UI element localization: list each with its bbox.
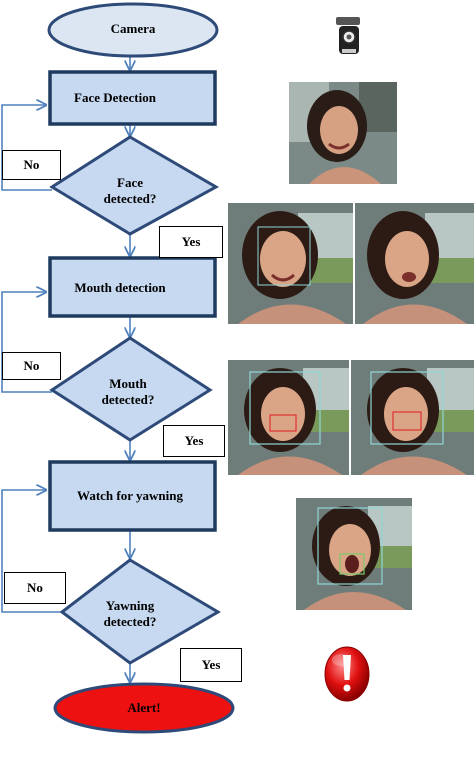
- yawn-no-label: No: [4, 572, 66, 604]
- camera-label: Camera: [110, 21, 156, 36]
- mouth-detection-node: [48, 256, 217, 318]
- face-yes-label: Yes: [159, 226, 223, 258]
- face-no-label: No: [2, 150, 61, 180]
- loop-face-no: [1, 105, 52, 191]
- face-detection-node: [48, 70, 217, 126]
- loop-yawn-no: [1, 490, 62, 613]
- camera-node: [47, 2, 219, 58]
- yawning-photo: [296, 498, 412, 610]
- alert-node: [53, 682, 235, 734]
- mouth-decision-node: [49, 336, 213, 442]
- alert-icon: [324, 646, 370, 702]
- mouth-detection-label: Mouth detection: [74, 280, 166, 295]
- face-decision-label: Face detected?: [103, 175, 157, 206]
- loop-mouth-no: [1, 292, 52, 393]
- yawn-decision-node: [59, 558, 221, 665]
- face-decision-node: [49, 135, 220, 236]
- face-detection-photo: [289, 82, 397, 184]
- watch-yawning-photo-2: [351, 360, 474, 475]
- feedback-loops: [1, 105, 62, 613]
- watch-yawning-node: [48, 460, 217, 532]
- mouth-detection-photo-1: [228, 203, 353, 324]
- face-detection-label: Face Detection: [74, 90, 156, 105]
- yawn-decision-label: Yawning detected?: [103, 598, 157, 629]
- mouth-decision-label: Mouth detected?: [101, 376, 155, 407]
- webcam-icon: [336, 17, 360, 54]
- watch-yawning-label: Watch for yawning: [77, 488, 183, 503]
- mouth-detection-photo-2: [355, 203, 474, 324]
- mouth-no-label: No: [2, 352, 61, 380]
- watch-yawning-photo-1: [228, 360, 349, 475]
- alert-label: Alert!: [127, 700, 161, 715]
- yawn-yes-label: Yes: [180, 648, 242, 682]
- mouth-yes-label: Yes: [163, 425, 225, 457]
